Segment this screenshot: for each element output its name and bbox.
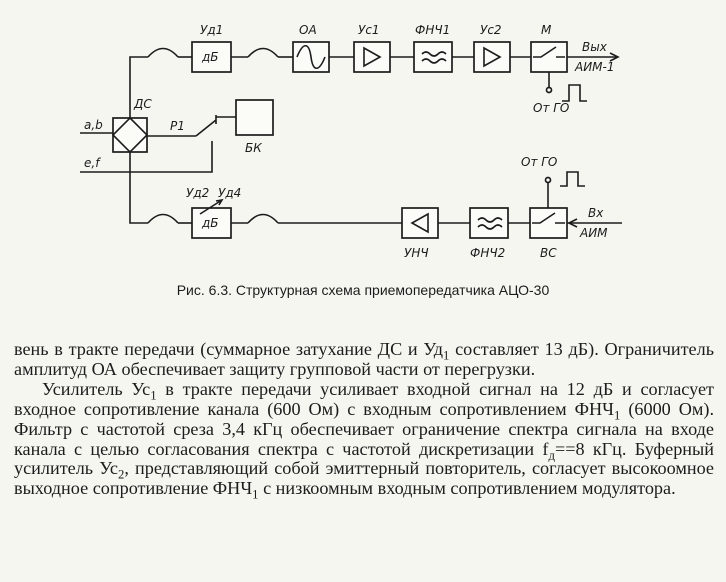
tx-fuse-2 <box>247 47 279 58</box>
unch-amplifier-block <box>401 207 439 239</box>
go-top-label: От ГО <box>533 101 569 115</box>
p1-switch-icon <box>195 115 217 137</box>
vs-switch-icon <box>532 212 565 224</box>
us2-label: Ус2 <box>480 23 502 37</box>
rx-fuse-2 <box>247 213 279 224</box>
m-label: М <box>541 23 552 37</box>
us2-amplifier-block <box>473 41 511 73</box>
m-switch-icon <box>533 46 565 58</box>
go-bottom-label: От ГО <box>521 155 557 169</box>
bk-block <box>235 99 274 136</box>
p1-label: Р1 <box>170 119 185 133</box>
input-ef-wire <box>80 141 213 173</box>
tx-wire-left <box>129 56 148 118</box>
paragraph-2: Усилитель Ус1 в тракте передачи усиливае… <box>14 378 714 502</box>
rx-wire-left <box>129 152 148 224</box>
go-top-terminal-icon <box>545 86 553 94</box>
fnch1-label: ФНЧ1 <box>415 23 450 37</box>
in-label-1: Вх <box>588 206 604 220</box>
out-label-2: АИМ-1 <box>574 60 615 74</box>
fnch2-filter-block <box>469 207 509 239</box>
rx-fuse-1 <box>147 213 179 224</box>
us1-triangle-icon <box>363 46 382 68</box>
us1-label: Ус1 <box>358 23 380 37</box>
vs-label: ВС <box>540 246 557 260</box>
go-bottom-terminal-icon <box>544 176 552 184</box>
out-label-1: Вых <box>582 40 608 54</box>
fnch1-filter-icon <box>421 51 447 64</box>
unch-label: УНЧ <box>404 246 429 260</box>
fnch2-label: ФНЧ2 <box>470 246 505 260</box>
ud2-label: Уд2 <box>186 186 209 200</box>
input-ab-label: a,b <box>84 118 103 132</box>
unch-triangle-icon <box>410 212 429 234</box>
input-ef-label: e,f <box>84 156 101 170</box>
us1-amplifier-block <box>353 41 391 73</box>
tx-output-arrow-icon <box>609 52 620 62</box>
ud2-attenuator-block <box>191 207 232 239</box>
in-label-2: АИМ <box>579 226 608 240</box>
ds-label: ДС <box>133 97 152 111</box>
figure-caption: Рис. 6.3. Структурная схема приемопереда… <box>176 282 550 298</box>
ud4-label: Уд4 <box>218 186 241 200</box>
fnch1-filter-block <box>413 41 453 73</box>
ud1-label: Уд1 <box>200 23 223 37</box>
go-bottom-pulse-icon <box>560 171 585 187</box>
ud2-db-text: дБ <box>201 216 219 230</box>
go-top-pulse-icon <box>562 84 587 102</box>
body-text: вень в тракте передачи (суммарное затуха… <box>14 339 714 502</box>
rx-input-arrow-icon <box>567 218 578 228</box>
tx-fuse-1 <box>147 47 179 58</box>
fnch2-filter-icon <box>477 217 503 230</box>
ud2-tuning-arrow-icon <box>199 198 224 215</box>
oa-label: ОА <box>299 23 317 37</box>
us2-triangle-icon <box>483 46 502 68</box>
block-diagram: дБ Уд1 ОА Ус1 ФНЧ1 Ус2 М Вых АИМ-1 От ГО… <box>80 23 622 260</box>
oa-sine-icon <box>296 44 326 70</box>
paragraph-1: вень в тракте передачи (суммарное затуха… <box>14 339 714 379</box>
ud1-db-text: дБ <box>201 50 219 64</box>
bk-label: БК <box>245 141 262 155</box>
ds-hybrid-block <box>112 117 148 153</box>
